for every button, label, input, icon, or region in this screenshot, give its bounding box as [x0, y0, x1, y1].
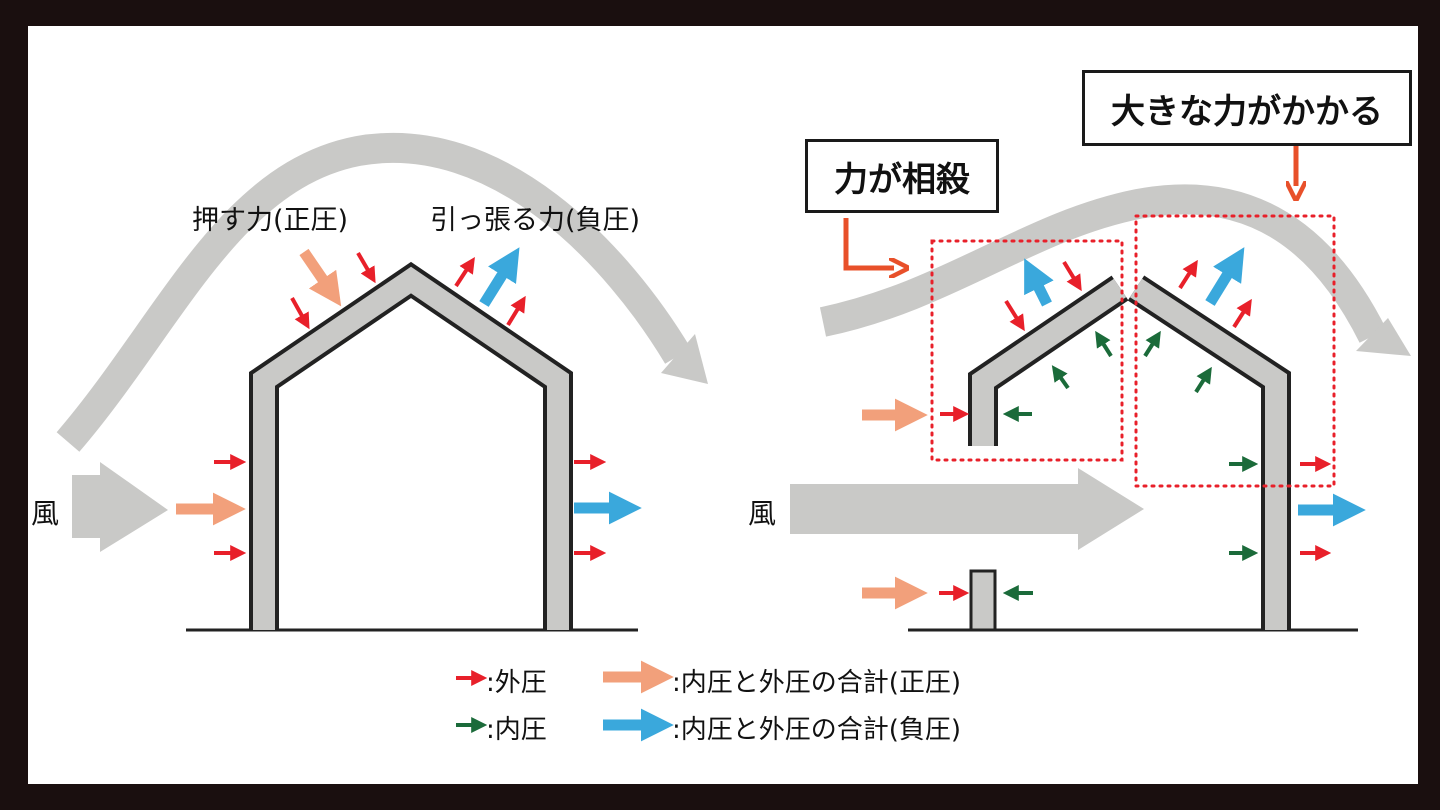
right-green-arrow-4 [1143, 330, 1161, 358]
right-wind-arc [819, 184, 1387, 343]
right-red-arrow-roof-3 [1178, 259, 1198, 290]
right-wind-block-arrow [790, 468, 1144, 550]
push-force-label: 押す力(正圧) [192, 205, 349, 236]
left-wind-arc [56, 132, 691, 452]
left-wind-arc-head [661, 334, 708, 384]
right-diagram [790, 146, 1411, 632]
right-green-arrow-2 [1051, 365, 1070, 390]
right-house-left-fragment-fill [972, 278, 1127, 446]
left-external-pressure-arrows [214, 251, 607, 561]
right-wind-arc-head [1356, 318, 1411, 356]
right-blue-arrow-roof-1 [1024, 258, 1054, 307]
cancel-callout-text: 力が相殺 [834, 159, 970, 200]
right-green-arrow-3 [1095, 330, 1113, 358]
legend-internal-label: :内圧 [486, 715, 547, 745]
left-diagram [56, 132, 708, 632]
left-orange-arrow-roof [299, 248, 342, 307]
left-red-arrow-roof-2 [356, 251, 376, 284]
left-red-arrow-roof-1 [290, 297, 310, 330]
right-external-pressure-arrows [939, 259, 1332, 601]
right-blue-arrow-roof-2 [1205, 247, 1245, 306]
right-red-arrow-roof-4 [1232, 298, 1252, 329]
legend-external-label: :外圧 [486, 668, 547, 698]
focus-region-large-force [1134, 214, 1336, 488]
left-red-arrow-roof-4 [506, 295, 526, 327]
focus-region-cancel [930, 239, 1124, 462]
legend-positive-label: :内圧と外圧の合計(正圧) [672, 668, 962, 698]
left-red-arrow-roof-3 [454, 256, 475, 288]
right-wind-label: 風 [748, 497, 777, 530]
right-house-wall-stub [969, 569, 997, 632]
cancel-callout-box: 力が相殺 [805, 139, 999, 213]
right-house-right-fragment-fill [1129, 278, 1287, 630]
diagram-canvas: 押す力(正圧) 引っ張る力(負圧) 風 風 力が相殺 大きな力がかかる :外圧 … [28, 26, 1418, 784]
large-force-callout-text: 大きな力がかかる [1111, 91, 1383, 132]
right-red-arrow-roof-1 [1004, 299, 1025, 332]
left-house-wall [249, 261, 573, 630]
right-house-walls [968, 275, 1291, 632]
pull-force-label: 引っ張る力(負圧) [430, 205, 641, 236]
left-wind-block-arrow [72, 462, 168, 552]
right-red-arrow-roof-2 [1062, 260, 1082, 292]
left-wind-label: 風 [31, 497, 60, 530]
large-force-callout-box: 大きな力がかかる [1082, 70, 1412, 146]
right-internal-pressure-arrows [1002, 330, 1259, 601]
left-house-wall-fill [253, 266, 569, 630]
pressure-diagram-svg [56, 132, 1411, 742]
right-green-arrow-5 [1194, 366, 1212, 394]
legend [456, 660, 674, 742]
callout-arrow-cancel [843, 218, 894, 268]
left-blue-arrow-roof [479, 247, 520, 307]
legend-negative-label: :内圧と外圧の合計(負圧) [672, 715, 962, 745]
